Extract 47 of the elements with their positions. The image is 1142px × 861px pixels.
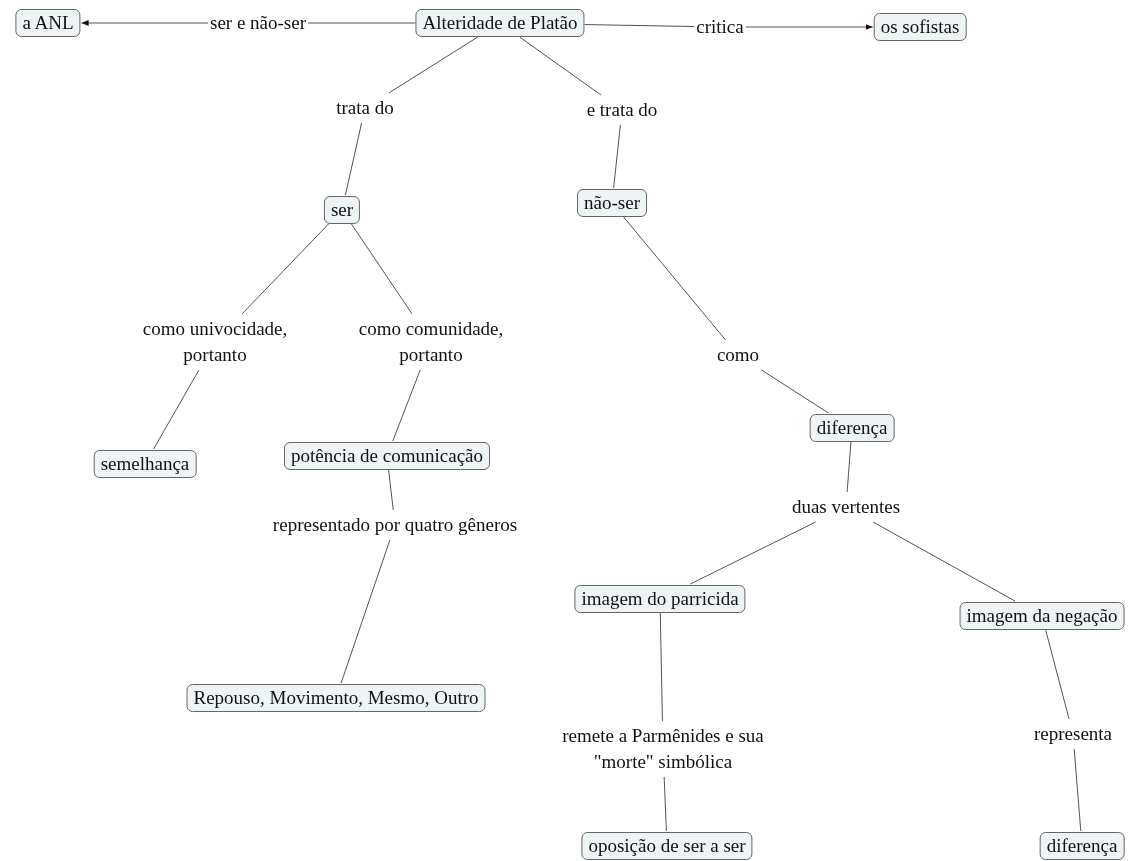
connector-line [344, 122, 363, 196]
concept-box: diferença [1039, 832, 1125, 860]
linking-phrase: como comunidade, portanto [326, 316, 536, 368]
arrow [81, 20, 209, 26]
concept-box: ser [323, 196, 361, 224]
connector-line [1045, 629, 1070, 720]
connector-line [760, 369, 830, 414]
connector-line [1073, 748, 1082, 832]
concept-box: imagem do parricida [574, 585, 746, 613]
connector-line [388, 469, 394, 511]
connector-line [613, 124, 621, 189]
linking-phrase: como [716, 342, 760, 368]
connector-line [350, 223, 413, 315]
concept-box: os sofistas [873, 13, 967, 41]
connector-line [872, 521, 1016, 602]
concept-box: imagem da negação [959, 602, 1125, 630]
concept-box: a ANL [15, 9, 81, 37]
connector-line [689, 521, 817, 585]
arrow [745, 24, 874, 30]
concept-box: diferença [809, 414, 895, 442]
concept-box: potência de comunicação [284, 442, 490, 470]
linking-phrase: trata do [336, 95, 394, 121]
linking-phrase: como univocidade, portanto [115, 316, 315, 368]
linking-phrase: ser e não-ser [210, 10, 306, 36]
connector-line [846, 441, 852, 493]
connector-line [519, 36, 602, 96]
connector-line [584, 24, 695, 28]
connector-line [241, 223, 330, 315]
linking-phrase: representa [1033, 721, 1113, 747]
connector-line [388, 36, 479, 94]
connector-line [659, 612, 663, 722]
concept-box: Repouso, Movimento, Mesmo, Outro [186, 684, 486, 712]
concept-box: Alteridade de Platão [415, 9, 585, 37]
linking-phrase: critica [696, 14, 744, 40]
connector-line [663, 776, 667, 832]
linking-phrase: duas vertentes [791, 494, 901, 520]
concept-box: não-ser [577, 189, 647, 217]
concept-box: semelhança [93, 450, 197, 478]
connector-line [153, 369, 200, 450]
connector-line [623, 216, 727, 341]
linking-phrase: representado por quatro gêneros [272, 512, 518, 538]
connector-line [307, 22, 416, 24]
linking-phrase: e trata do [586, 97, 658, 123]
linking-phrase: remete a Parmênides e sua "morte" simbólica [548, 723, 778, 775]
connector-line [340, 539, 391, 684]
connector-line [392, 369, 421, 442]
concept-box: oposição de ser a ser [581, 832, 753, 860]
